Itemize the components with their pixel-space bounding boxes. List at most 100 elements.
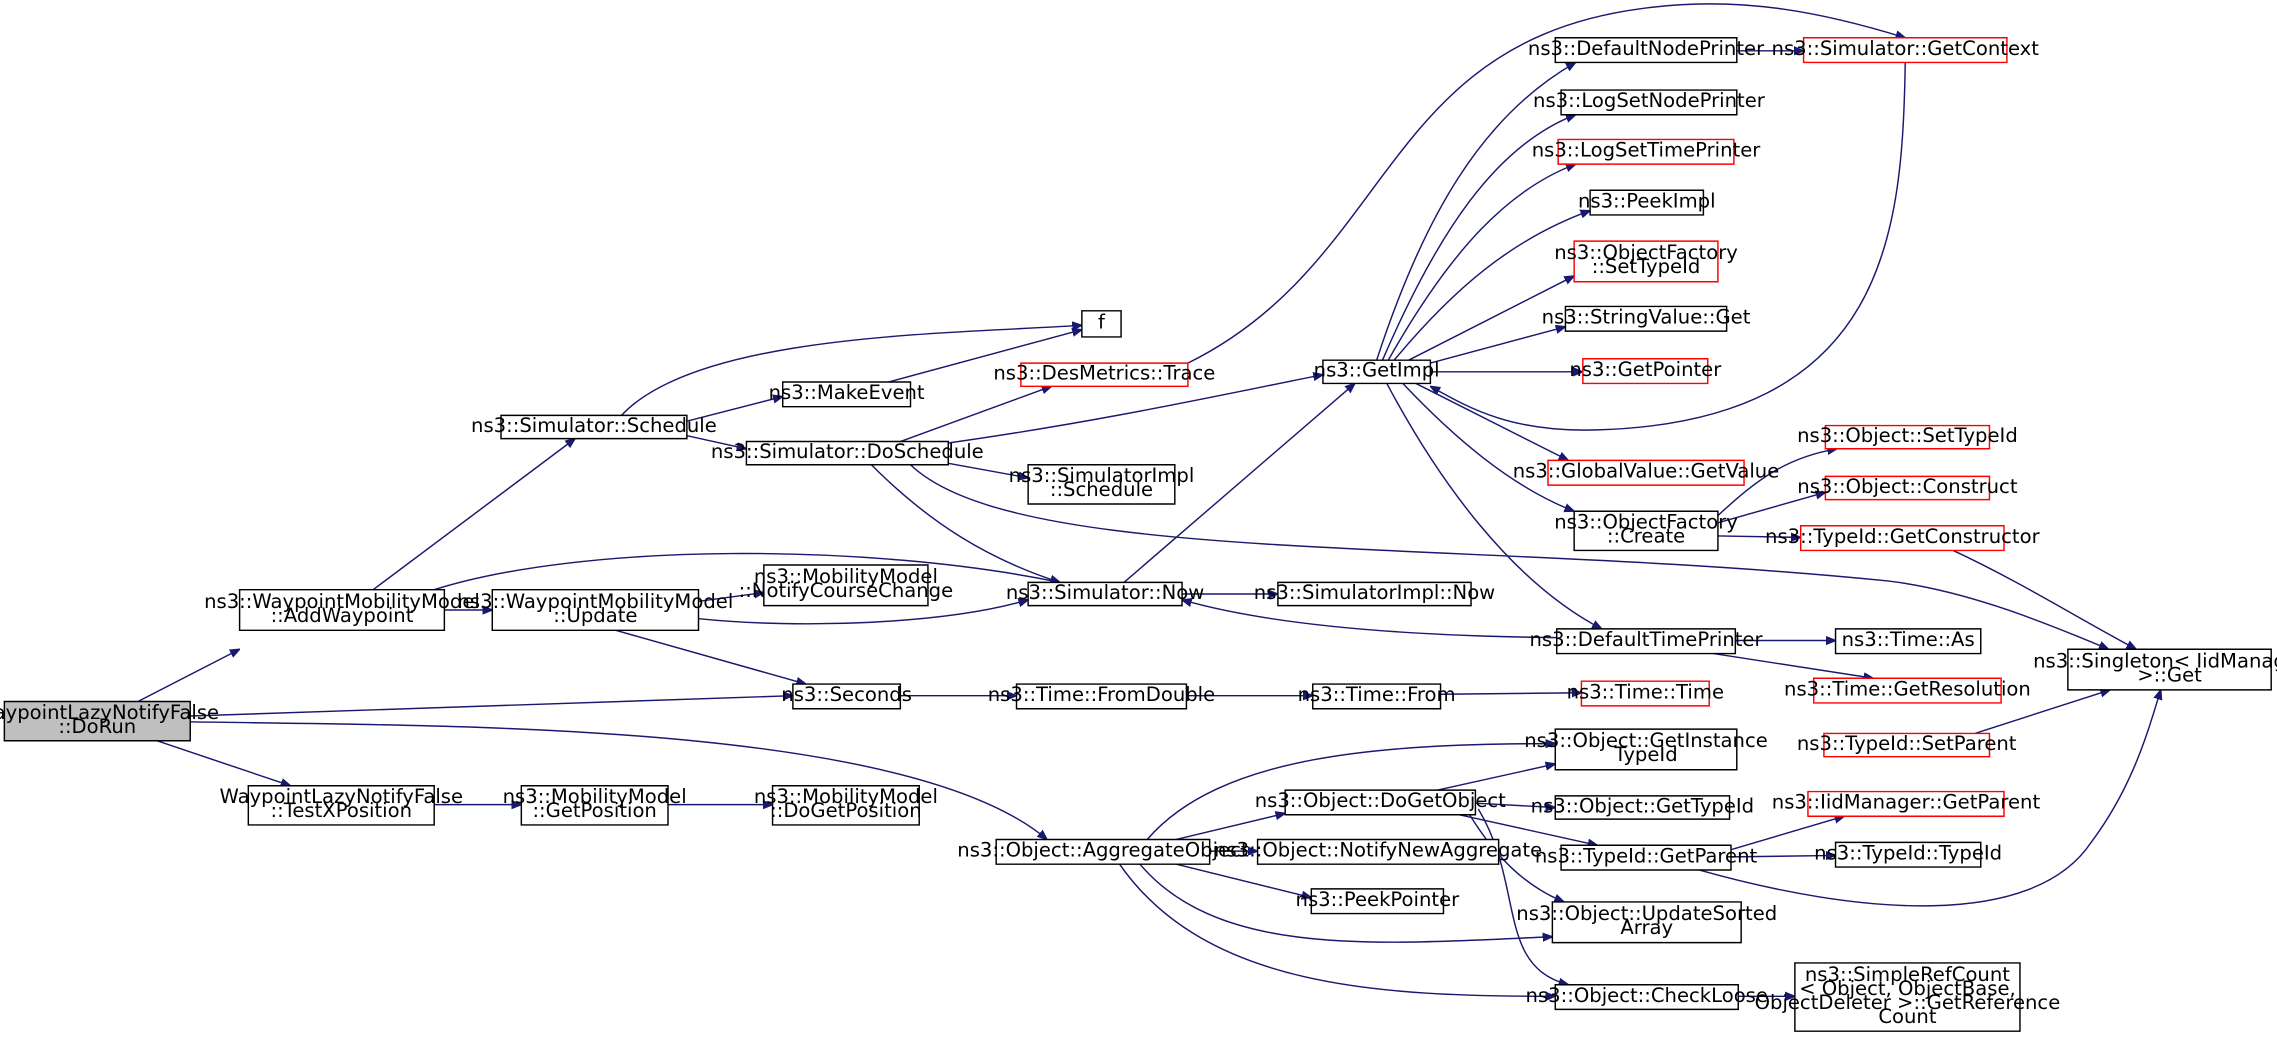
node-box (1028, 582, 1182, 605)
node-box (1825, 426, 1989, 449)
node-typeidgetparent[interactable]: ns3::TypeId::GetParent (1535, 844, 1758, 870)
node-notifycc[interactable]: ns3::MobilityModel::NotifyCourseChange (739, 565, 954, 606)
node-box (1021, 363, 1188, 386)
node-box (501, 415, 687, 438)
edge-ofcreate-to-objsettypeid (1718, 449, 1837, 516)
node-deftimeprinter[interactable]: ns3::DefaultTimePrinter (1530, 628, 1764, 654)
node-notifynewagg[interactable]: ns3::Object::NotifyNewAggregate (1214, 839, 1542, 865)
node-fromdouble[interactable]: ns3::Time::FromDouble (988, 683, 1215, 709)
edge-getimpl-to-deftimeprinter (1387, 383, 1602, 628)
node-getresolution[interactable]: ns3::Time::GetResolution (1784, 677, 2031, 703)
node-defnodeprinter[interactable]: ns3::DefaultNodePrinter (1528, 37, 1765, 63)
edge-schedule-to-doschedule (687, 436, 747, 449)
node-typeidtypeid[interactable]: ns3::TypeId::TypeId (1814, 842, 2002, 868)
node-iidgetparent[interactable]: ns3::IidManager::GetParent (1772, 791, 2041, 817)
node-objconstruct[interactable]: ns3::Object::Construct (1797, 475, 2018, 500)
node-logsetnode[interactable]: ns3::LogSetNodePrinter (1533, 89, 1766, 115)
call-edges (138, 4, 2161, 996)
node-ofsettypeid[interactable]: ns3::ObjectFactory::SetTypeId (1554, 241, 1738, 282)
node-label: ns3::WaypointMobilityModel (204, 590, 480, 613)
node-addwp[interactable]: ns3::WaypointMobilityModel::AddWaypoint (204, 590, 480, 631)
node-getconstructor[interactable]: ns3::TypeId::GetConstructor (1765, 525, 2041, 551)
node-testx[interactable]: WaypointLazyNotifyFalse::TestXPosition (219, 785, 463, 825)
node-peekpointer[interactable]: ns3::PeekPointer (1296, 888, 1461, 914)
node-simimplnow[interactable]: ns3::SimulatorImpl::Now (1254, 581, 1495, 606)
node-label: ns3::GlobalValue::GetValue (1513, 460, 1780, 483)
node-box (1590, 190, 1703, 215)
node-stringvalueget[interactable]: ns3::StringValue::Get (1542, 306, 1751, 332)
node-update[interactable]: ns3::WaypointMobilityModel::Update (458, 590, 734, 631)
node-simimplsched[interactable]: ns3::SimulatorImpl::Schedule (1009, 464, 1195, 504)
node-timefrom[interactable]: ns3::Time::From (1298, 683, 1456, 709)
node-label: ns3::TypeId::GetConstructor (1765, 525, 2041, 548)
node-label: ns3::Seconds (781, 683, 912, 706)
node-desmetrics[interactable]: ns3::DesMetrics::Trace (993, 362, 1215, 387)
edge-aggregate-to-checkloose (1120, 864, 1556, 996)
node-doschedule[interactable]: ns3::Simulator::DoSchedule (711, 440, 984, 465)
node-dogetpos[interactable]: ns3::MobilityModel::DoGetPosition (754, 785, 938, 825)
node-label: WaypointLazyNotifyFalse (219, 785, 463, 808)
node-label: ::GetPosition (532, 799, 656, 822)
node-simgetcontext[interactable]: ns3::Simulator::GetContext (1772, 37, 2040, 63)
node-objsettypeid[interactable]: ns3::Object::SetTypeId (1797, 424, 2018, 449)
node-simplerefcount[interactable]: ns3::SimpleRefCount< Object, ObjectBase,… (1755, 963, 2061, 1031)
node-label: ns3::TypeId::SetParent (1797, 732, 2017, 755)
node-timeas[interactable]: ns3::Time::As (1836, 628, 1981, 654)
node-dogetobject[interactable]: ns3::Object::DoGetObject (1255, 789, 1506, 815)
edge-aggregate-to-updatesorted (1140, 864, 1552, 942)
node-getimpl[interactable]: ns3::GetImpl (1314, 359, 1440, 384)
node-label: ns3::PeekImpl (1578, 189, 1716, 212)
node-getpointer[interactable]: ns3::GetPointer (1569, 358, 1722, 384)
node-checkloose[interactable]: ns3::Object::CheckLoose (1526, 984, 1768, 1010)
node-simnow[interactable]: ns3::Simulator::Now (1006, 581, 1204, 606)
node-ofcreate[interactable]: ns3::ObjectFactory::Create (1554, 511, 1738, 551)
edge-dogetobject-to-objgettypeid (1475, 803, 1555, 807)
edge-typeidgetparent-to-iidgetparent (1731, 816, 1844, 849)
node-label: ns3::PeekPointer (1296, 888, 1461, 911)
node-box (1795, 963, 2020, 1031)
node-gvgetvalue[interactable]: ns3::GlobalValue::GetValue (1513, 460, 1780, 486)
node-label: ns3::MakeEvent (769, 381, 925, 404)
node-f[interactable]: f (1082, 311, 1121, 337)
node-label: ns3::Simulator::DoSchedule (711, 440, 984, 463)
node-logsettime[interactable]: ns3::LogSetTimePrinter (1532, 139, 1762, 165)
node-label: ns3::LogSetNodePrinter (1533, 89, 1766, 112)
node-label: ns3::MobilityModel (754, 565, 938, 588)
node-label: ns3::Object::UpdateSorted (1516, 902, 1777, 925)
node-schedule[interactable]: ns3::Simulator::Schedule (471, 414, 717, 439)
node-objgettypeid[interactable]: ns3::Object::GetTypeId (1531, 794, 1754, 819)
node-box (1808, 792, 2004, 817)
edge-getimpl-to-gvgetvalue (1416, 383, 1568, 460)
edge-update-to-seconds (616, 630, 806, 684)
node-box (1581, 681, 1709, 706)
node-root[interactable]: WaypointLazyNotifyFalse::DoRun (0, 701, 219, 741)
edge-getimpl-to-logsettime (1388, 164, 1575, 360)
node-box (240, 590, 445, 631)
node-getpos[interactable]: ns3::MobilityModel::GetPosition (503, 785, 687, 825)
node-label: ns3::ObjectFactory (1554, 511, 1738, 534)
node-makeevent[interactable]: ns3::MakeEvent (769, 381, 925, 407)
node-seconds[interactable]: ns3::Seconds (781, 683, 912, 709)
node-aggregate[interactable]: ns3::Object::AggregateObject (957, 839, 1249, 865)
node-label: ns3::Time::From (1298, 683, 1456, 706)
node-box (1555, 796, 1729, 819)
node-box (492, 590, 698, 631)
node-setparent[interactable]: ns3::TypeId::SetParent (1797, 732, 2017, 757)
edge-addwp-to-schedule (373, 439, 575, 590)
node-box (1583, 359, 1708, 384)
node-label: ns3::Time::Time (1567, 680, 1724, 703)
edge-getimpl-to-logsetnode (1382, 115, 1575, 360)
edge-dogetobject-to-checkloose (1478, 809, 1568, 985)
node-label: ns3::SimulatorImpl (1009, 464, 1195, 487)
node-label: ns3::Object::DoGetObject (1255, 789, 1506, 812)
node-singletonget[interactable]: ns3::Singleton< IidManager >::Get (2033, 649, 2277, 690)
edge-getimpl-to-ofcreate (1403, 383, 1574, 511)
node-peekimpl[interactable]: ns3::PeekImpl (1578, 189, 1716, 215)
node-box (1311, 889, 1443, 914)
node-timetime[interactable]: ns3::Time::Time (1567, 680, 1724, 706)
node-box (1082, 311, 1121, 337)
node-label: Array (1620, 916, 1673, 939)
